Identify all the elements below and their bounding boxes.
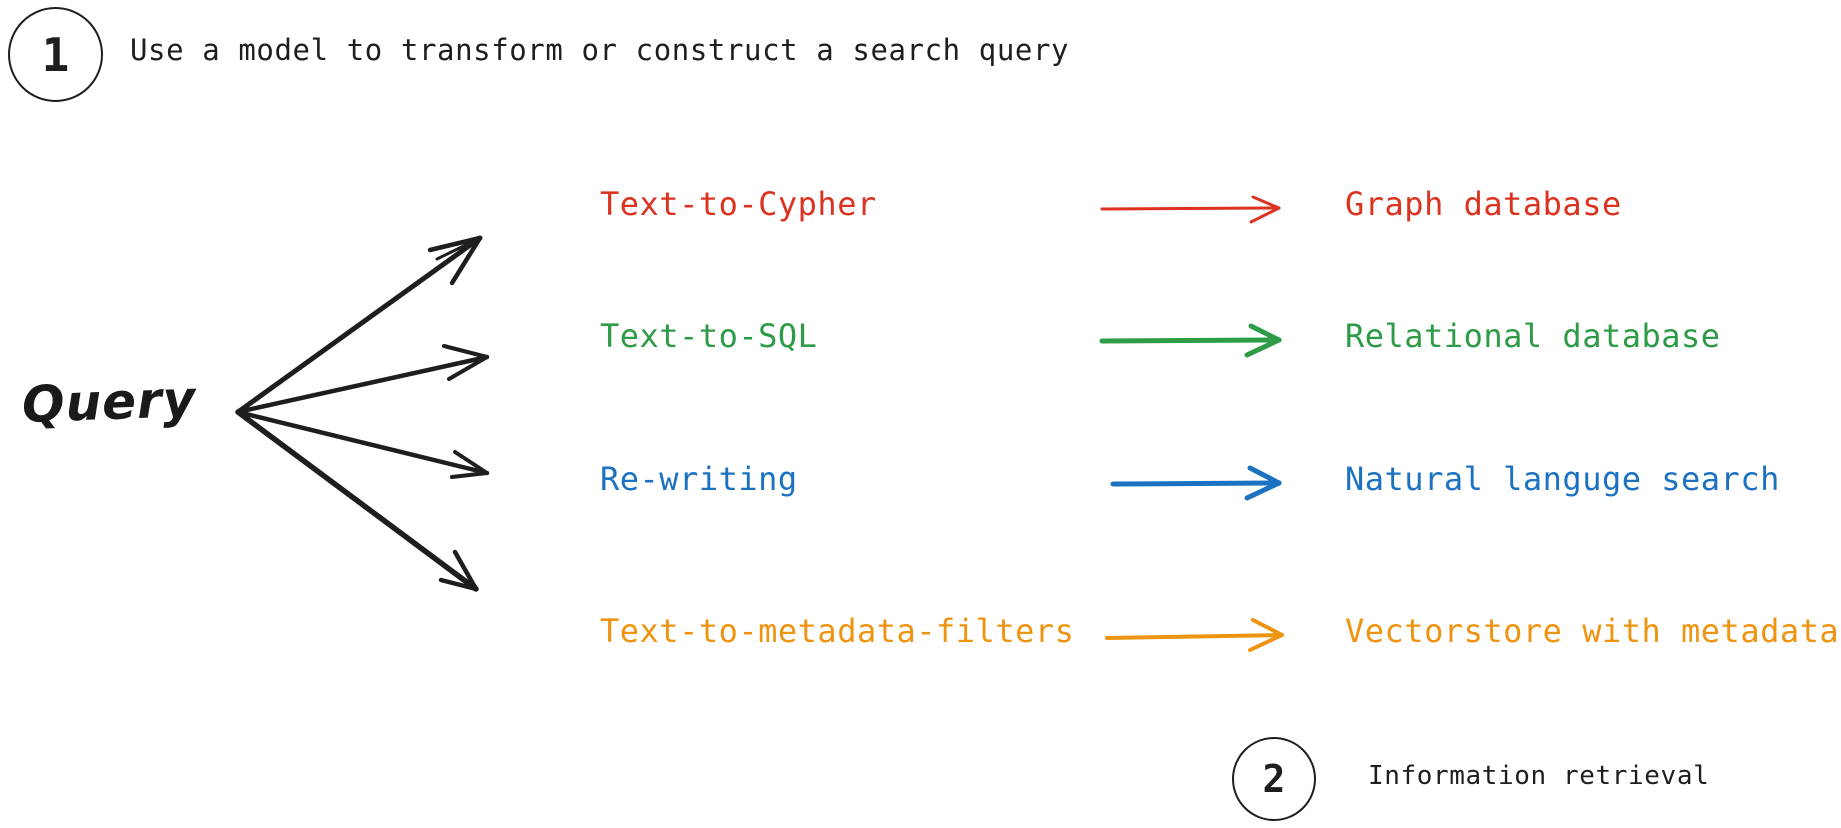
pipeline-row: Text-to-Cypher Graph database bbox=[0, 185, 1841, 241]
target-label-relational-database: Relational database bbox=[1345, 317, 1721, 355]
pipeline-row: Re-writing Natural languge search bbox=[0, 460, 1841, 516]
target-label-natural-language-search: Natural languge search bbox=[1345, 460, 1780, 498]
method-label-text-to-cypher: Text-to-Cypher bbox=[600, 185, 877, 223]
step-2-number: 2 bbox=[1262, 757, 1286, 801]
right-arrow-icon bbox=[1110, 465, 1282, 501]
step-1-number: 1 bbox=[41, 27, 70, 82]
right-arrow-icon bbox=[1099, 323, 1282, 358]
right-arrow-icon bbox=[1105, 618, 1284, 652]
right-arrow-icon bbox=[1100, 195, 1281, 224]
method-label-text-to-sql: Text-to-SQL bbox=[600, 317, 818, 355]
step-2-badge: 2 bbox=[1232, 737, 1316, 821]
query-source-label: Query bbox=[20, 369, 198, 434]
step-2-caption: Information retrieval bbox=[1368, 761, 1710, 791]
step-1-caption: Use a model to transform or construct a … bbox=[130, 33, 1070, 67]
method-label-re-writing: Re-writing bbox=[600, 460, 798, 498]
pipeline-row: Text-to-SQL Relational database bbox=[0, 317, 1841, 373]
step-1-badge: 1 bbox=[8, 7, 103, 102]
method-label-text-to-metadata-filters: Text-to-metadata-filters bbox=[600, 612, 1075, 650]
target-label-vectorstore-with-metadata: Vectorstore with metadata bbox=[1345, 612, 1840, 650]
pipeline-row: Text-to-metadata-filters Vectorstore wit… bbox=[0, 612, 1841, 668]
target-label-graph-database: Graph database bbox=[1345, 185, 1622, 223]
